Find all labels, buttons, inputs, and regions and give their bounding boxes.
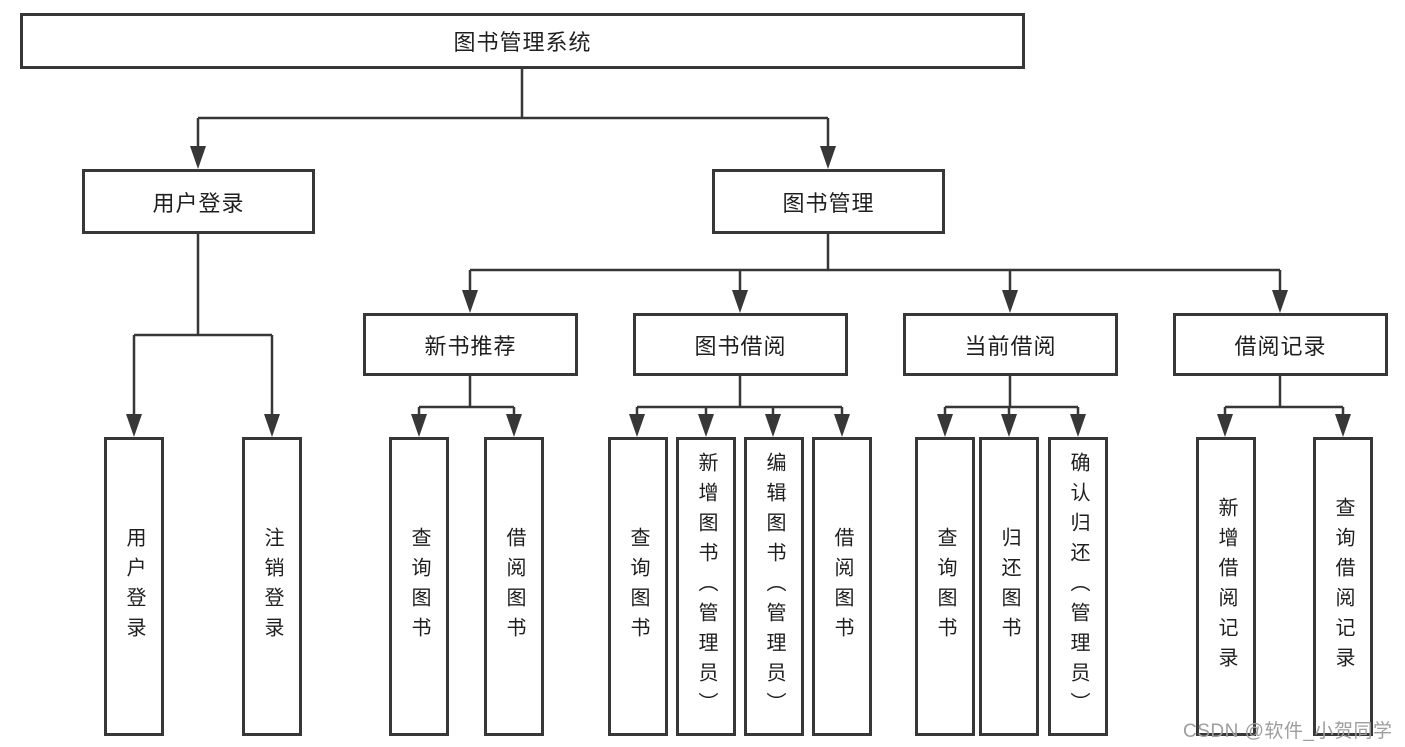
node-label: 编辑图书（管理员） [763,451,785,722]
node-add-borrow-record: 新增借阅记录 [1196,437,1256,736]
node-label: 借阅图书 [831,526,853,647]
node-return-book: 归还图书 [979,437,1039,736]
node-add-book-admin: 新增图书（管理员） [676,437,736,736]
node-library-system: 图书管理系统 [20,13,1025,69]
node-label: 查询借阅记录 [1332,496,1354,677]
arrowheads [126,146,1351,437]
node-label: 注销登录 [261,526,283,647]
node-borrow-books-recommend: 借阅图书 [484,437,544,736]
node-new-book-recommend: 新书推荐 [363,313,578,376]
node-label: 归还图书 [998,526,1020,647]
node-borrow-books-leaf: 借阅图书 [812,437,872,736]
node-confirm-return-admin: 确认归还（管理员） [1048,437,1108,736]
node-book-borrow: 图书借阅 [633,313,848,376]
node-query-books-borrow: 查询图书 [608,437,668,736]
node-label: 新增借阅记录 [1215,496,1237,677]
node-label: 用户登录 [123,526,145,647]
node-borrow-records: 借阅记录 [1173,313,1388,376]
node-label: 确认归还（管理员） [1067,451,1089,722]
node-user-login: 用户登录 [82,169,315,234]
node-label: 新增图书（管理员） [695,451,717,722]
node-label: 借阅图书 [503,526,525,647]
node-label: 查询图书 [934,526,956,647]
node-label: 查询图书 [408,526,430,647]
node-query-books-current: 查询图书 [915,437,975,736]
node-query-books-recommend: 查询图书 [389,437,449,736]
watermark: CSDN @软件_小贺同学 [1183,721,1393,742]
node-logout: 注销登录 [242,437,302,736]
node-label: 查询图书 [627,526,649,647]
node-query-borrow-record: 查询借阅记录 [1313,437,1373,736]
node-current-borrow: 当前借阅 [903,313,1118,376]
node-book-management: 图书管理 [712,169,945,234]
node-edit-book-admin: 编辑图书（管理员） [744,437,804,736]
node-user-login-leaf: 用户登录 [104,437,164,736]
